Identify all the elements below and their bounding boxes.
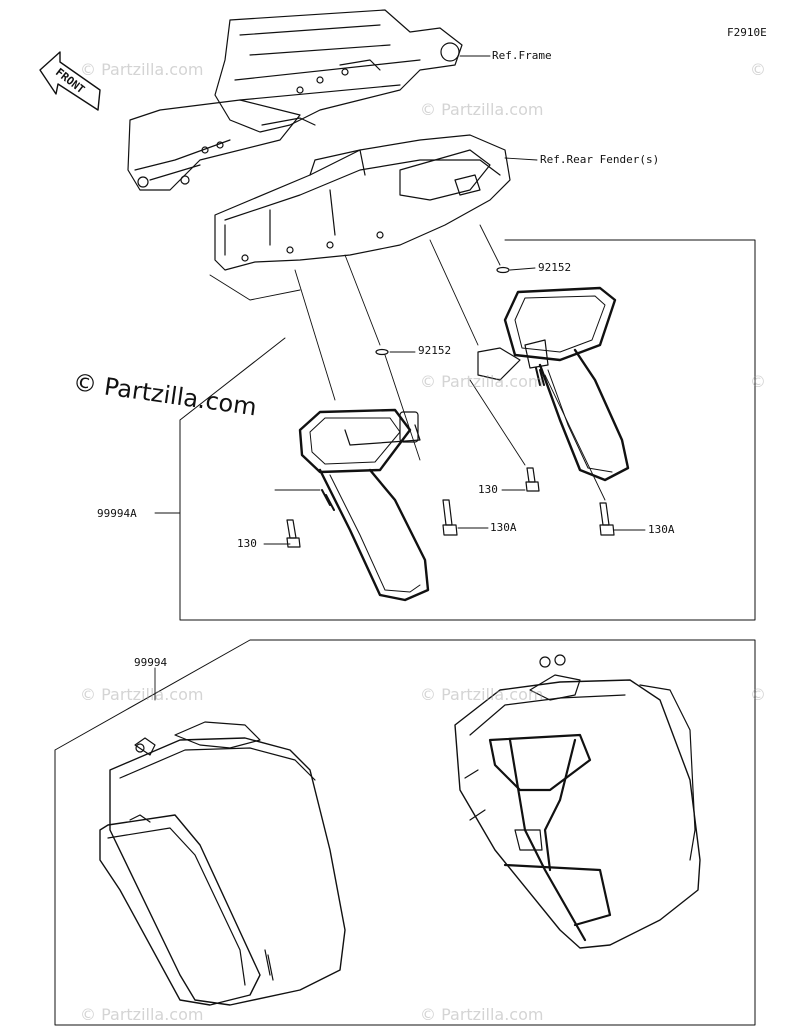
callout-ref-frame[interactable]: Ref.Frame (492, 49, 552, 62)
watermark: © Partzilla.com (80, 60, 204, 79)
callout-ref-rear-fender[interactable]: Ref.Rear Fender(s) (540, 153, 660, 166)
bolt-130-right (525, 467, 540, 492)
right-rack-bracket (477, 286, 630, 482)
left-pannier-bag (99, 721, 346, 1006)
watermark: © Partzilla.com (420, 100, 544, 119)
callout-130A-right[interactable]: 130A (648, 523, 675, 536)
callout-130A-left[interactable]: 130A (490, 521, 517, 534)
washer-92152-left (375, 348, 389, 356)
bolt-130A-left (442, 499, 458, 536)
watermark: © Partzilla.com (420, 372, 544, 391)
watermark: © (750, 60, 766, 79)
callout-99994[interactable]: 99994 (134, 656, 168, 669)
left-rack-bracket (298, 408, 430, 602)
bolt-130-left (286, 519, 301, 548)
watermark: © Partzilla.com (80, 685, 204, 704)
callout-leaders (154, 55, 646, 701)
watermark: © (750, 372, 766, 391)
watermark: © Partzilla.com (420, 1005, 544, 1024)
callout-130-left[interactable]: 130 (237, 537, 257, 550)
kit-box-99994A (179, 239, 756, 621)
kit-box-99994 (54, 639, 756, 1026)
watermark: © Partzilla.com (420, 685, 544, 704)
rear-fender (214, 134, 511, 271)
watermark: © (750, 685, 766, 704)
bolt-130A-right (599, 502, 615, 536)
callout-92152-left[interactable]: 92152 (418, 344, 452, 357)
washer-92152-right (496, 266, 510, 274)
callout-92152-right[interactable]: 92152 (538, 261, 572, 274)
frame-assembly (127, 9, 463, 191)
callout-130-right[interactable]: 130 (478, 483, 498, 496)
right-pannier-bag (454, 654, 701, 949)
callout-99994A[interactable]: 99994A (97, 507, 137, 520)
watermark: © Partzilla.com (80, 1005, 204, 1024)
figure-code: F2910E (727, 26, 767, 39)
